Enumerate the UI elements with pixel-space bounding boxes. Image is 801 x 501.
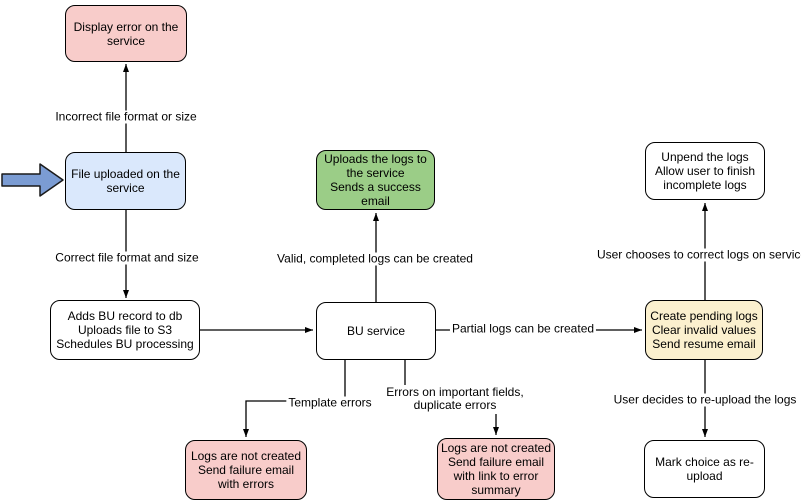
node-unpend-logs: Unpend the logs Allow user to finish inc… — [645, 142, 765, 200]
edge-label-template-errors: Template errors — [286, 395, 374, 410]
node-logs-not-created-errors: Logs are not created Send failure email … — [185, 440, 307, 500]
node-uploads-logs-success: Uploads the logs to the service Sends a … — [316, 150, 435, 210]
edge-label-user-corrects: User chooses to correct logs on service — [594, 248, 801, 262]
edge-label-user-reuploads: User decides to re-upload the logs — [611, 392, 799, 407]
entry-arrow-shape — [1, 163, 64, 197]
node-file-uploaded: File uploaded on the service — [65, 152, 186, 210]
node-bu-service: BU service — [316, 302, 436, 360]
node-adds-bu-record: Adds BU record to db Uploads file to S3 … — [50, 300, 200, 360]
node-logs-not-created-summary: Logs are not created Send failure email … — [437, 438, 555, 500]
edge-label-valid-logs: Valid, completed logs can be created — [275, 251, 475, 266]
node-create-pending-logs: Create pending logs Clear invalid values… — [645, 300, 763, 360]
edge-label-correct-format: Correct file format and size — [53, 250, 201, 265]
edge-label-incorrect-format: Incorrect file format or size — [53, 109, 199, 124]
entry-arrow-icon — [1, 163, 64, 197]
edge-label-important-field-errors: Errors on important fields, duplicate er… — [384, 385, 526, 412]
node-display-error: Display error on the service — [65, 5, 187, 62]
node-mark-choice-reupload: Mark choice as re- upload — [644, 440, 765, 498]
edge-label-partial-logs: Partial logs can be created — [449, 321, 597, 336]
